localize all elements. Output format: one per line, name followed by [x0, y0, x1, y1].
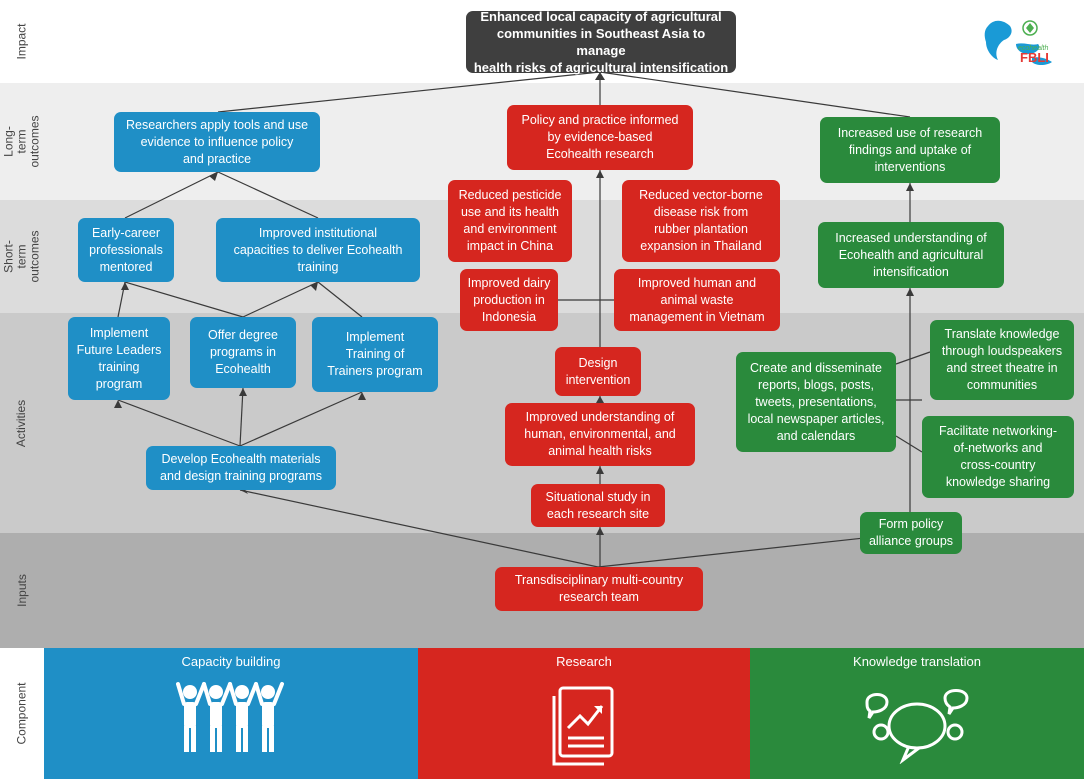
svg-text:FBLI: FBLI — [1020, 50, 1049, 65]
research-team-box: Transdisciplinary multi-country research… — [495, 567, 703, 611]
component-capacity-panel: Capacity building — [44, 648, 418, 779]
component-research-title: Research — [556, 654, 612, 669]
knowledge-understanding-box: Increased understanding of Ecohealth and… — [818, 222, 1004, 288]
knowledge-disseminate-box: Create and disseminate reports, blogs, p… — [736, 352, 896, 452]
research-long-term-box: Policy and practice informed by evidence… — [507, 105, 693, 170]
capacity-mentored-box: Early-career professionals mentored — [78, 218, 174, 282]
knowledge-alliance-box: Form policy alliance groups — [860, 512, 962, 554]
svg-text:ecohealth: ecohealth — [1018, 45, 1048, 52]
capacity-tot-box: Implement Training of Trainers program — [312, 317, 438, 392]
research-pesticide-box: Reduced pesticide use and its health and… — [448, 180, 572, 262]
capacity-develop-box: Develop Ecohealth materials and design t… — [146, 446, 336, 490]
research-understanding-box: Improved understanding of human, environ… — [505, 403, 695, 466]
capacity-long-term-box: Researchers apply tools and use evidence… — [114, 112, 320, 172]
people-arms-raised-icon — [176, 680, 286, 765]
component-knowledge-panel: Knowledge translation — [750, 648, 1084, 779]
speech-bubbles-icon — [857, 684, 977, 769]
ecohealth-fbli-logo: ecohealth FBLI — [980, 14, 1058, 72]
report-chart-icon — [546, 676, 622, 775]
knowledge-translate-box: Translate knowledge through loudspeakers… — [930, 320, 1074, 400]
knowledge-long-term-box: Increased use of research findings and u… — [820, 117, 1000, 183]
capacity-future-leaders-box: Implement Future Leaders training progra… — [68, 317, 170, 400]
capacity-degree-box: Offer degree programs in Ecohealth — [190, 317, 296, 388]
impact-box: Enhanced local capacity of agricultural … — [466, 9, 736, 75]
research-dairy-box: Improved dairy production in Indonesia — [460, 269, 558, 331]
research-vector-box: Reduced vector-borne disease risk from r… — [622, 180, 780, 262]
capacity-institutional-box: Improved institutional capacities to del… — [216, 218, 420, 282]
research-design-box: Design intervention — [555, 347, 641, 396]
research-situational-box: Situational study in each research site — [531, 484, 665, 527]
component-research-panel: Research — [418, 648, 750, 779]
research-waste-box: Improved human and animal waste manageme… — [614, 269, 780, 331]
knowledge-networking-box: Facilitate networking- of-networks and c… — [922, 416, 1074, 498]
component-capacity-title: Capacity building — [181, 654, 281, 669]
component-knowledge-title: Knowledge translation — [853, 654, 981, 669]
